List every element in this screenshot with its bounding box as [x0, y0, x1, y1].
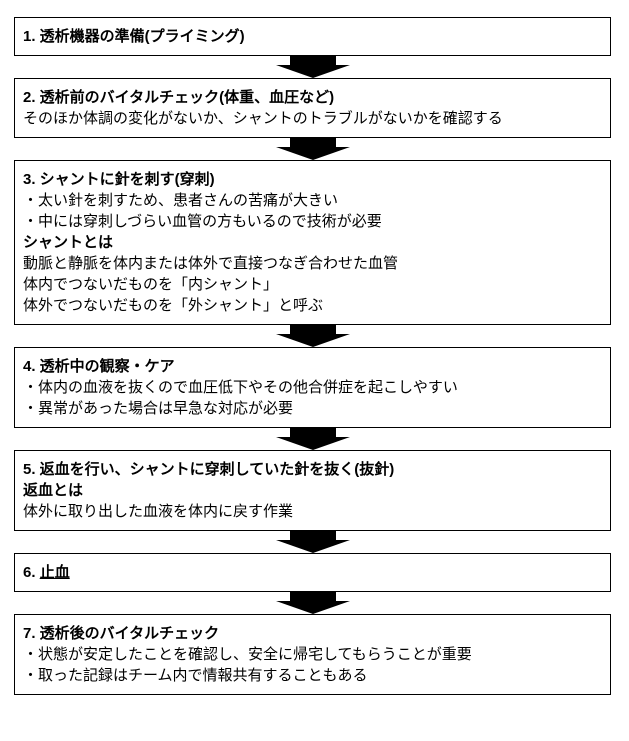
step-line: 6. 止血 [23, 564, 70, 581]
step-box-4: 4. 透析中の観察・ケア・体内の血液を抜くので血圧低下やその他合併症を起こしやす… [14, 347, 611, 428]
step-line: 返血とは [23, 482, 84, 499]
flowchart: 1. 透析機器の準備(プライミング) 2. 透析前のバイタルチェック(体重、血圧… [14, 17, 611, 695]
down-arrow-head [275, 601, 350, 614]
down-arrow-stem [289, 531, 336, 540]
step-line: 体外に取り出した血液を体内に戻す作業 [23, 503, 294, 520]
step-line: ・取った記録はチーム内で情報共有することもある [23, 667, 368, 684]
step-line: そのほか体調の変化がないか、シャントのトラブルがないかを確認する [23, 110, 503, 127]
down-arrow-icon [14, 428, 611, 450]
down-arrow-head [275, 334, 350, 347]
down-arrow-stem [289, 592, 336, 601]
down-arrow-icon [14, 592, 611, 614]
step-line: ・異常があった場合は早急な対応が必要 [23, 400, 294, 417]
down-arrow-head [275, 147, 350, 160]
step-box-3: 3. シャントに針を刺す(穿刺) ・太い針を刺すため、患者さんの苦痛が大きい・中に… [14, 160, 611, 325]
step-box-6: 6. 止血 [14, 553, 611, 592]
step-line: ・太い針を刺すため、患者さんの苦痛が大きい [23, 192, 339, 209]
down-arrow-head [275, 540, 350, 553]
step-box-1: 1. 透析機器の準備(プライミング) [14, 17, 611, 56]
step-line: 1. 透析機器の準備(プライミング) [23, 28, 245, 45]
step-line: 体内でつないだものを「内シャント」 [23, 276, 279, 293]
down-arrow-stem [289, 325, 336, 334]
down-arrow-icon [14, 531, 611, 553]
step-line: 2. 透析前のバイタルチェック(体重、血圧など) [23, 89, 335, 106]
step-line: ・状態が安定したことを確認し、安全に帰宅してもらうことが重要 [23, 646, 472, 663]
step-line: 4. 透析中の観察・ケア [23, 358, 175, 375]
down-arrow-stem [289, 428, 336, 437]
step-line: ・体内の血液を抜くので血圧低下やその他合併症を起こしやすい [23, 379, 458, 396]
down-arrow-icon [14, 325, 611, 347]
down-arrow-head [275, 437, 350, 450]
step-box-5: 5. 返血を行い、シャントに穿刺していた針を抜く(抜針) 返血とは体外に取り出した… [14, 450, 611, 531]
step-box-2: 2. 透析前のバイタルチェック(体重、血圧など) そのほか体調の変化がないか、シャ… [14, 78, 611, 138]
down-arrow-stem [289, 138, 336, 147]
step-line: 7. 透析後のバイタルチェック [23, 625, 220, 642]
step-line: 3. シャントに針を刺す(穿刺) [23, 171, 215, 188]
step-line: シャントとは [23, 234, 114, 251]
step-line: 体外でつないだものを「外シャント」と呼ぶ [23, 297, 324, 314]
step-line: 5. 返血を行い、シャントに穿刺していた針を抜く(抜針) [23, 461, 395, 478]
step-line: 動脈と静脈を体内または体外で直接つなぎ合わせた血管 [23, 255, 399, 272]
step-line: ・中には穿刺しづらい血管の方もいるので技術が必要 [23, 213, 382, 230]
step-box-7: 7. 透析後のバイタルチェック・状態が安定したことを確認し、安全に帰宅してもらう… [14, 614, 611, 695]
down-arrow-icon [14, 56, 611, 78]
down-arrow-stem [289, 56, 336, 65]
down-arrow-icon [14, 138, 611, 160]
down-arrow-head [275, 65, 350, 78]
